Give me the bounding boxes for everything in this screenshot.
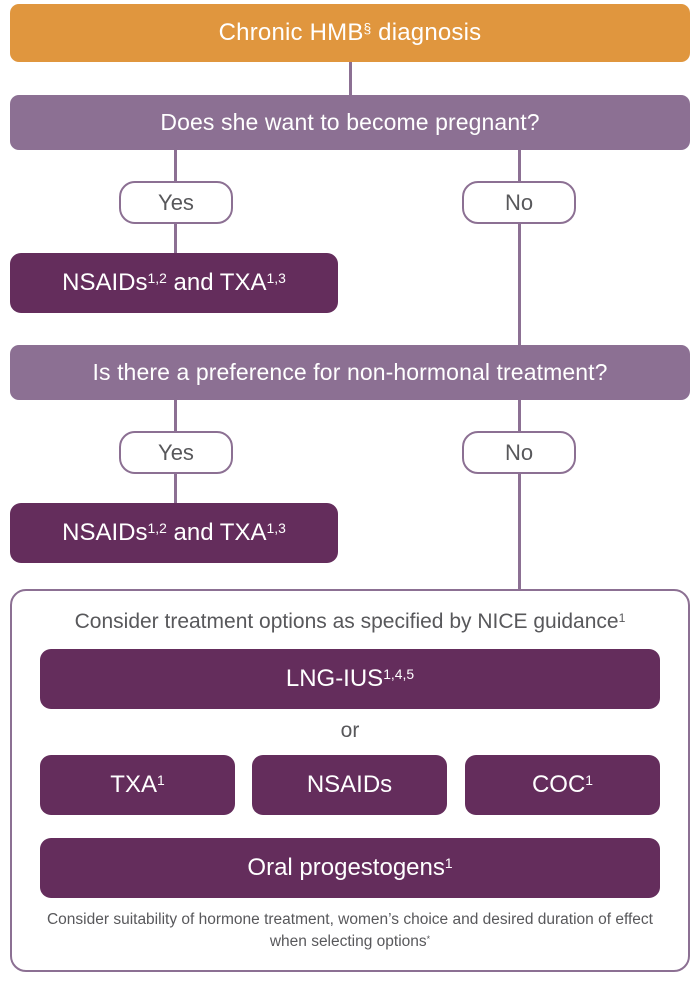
treatment-box-2-label: NSAIDs1,2 and TXA1,3 — [62, 519, 286, 546]
decision-no-question2[interactable]: No — [462, 431, 576, 474]
question-2-label: Is there a preference for non-hormonal t… — [92, 359, 608, 385]
panel-footnote-line2: of effect when selecting options — [269, 911, 653, 951]
connector-no2-to-panel — [518, 474, 521, 591]
option-box-oral-progestogens[interactable]: Oral progestogens1 — [40, 838, 660, 898]
question-1-label: Does she want to become pregnant? — [160, 109, 540, 135]
start-node-label: Chronic HMB§ diagnosis — [218, 19, 482, 46]
connector-question1-to-no — [518, 150, 521, 182]
option-box-coc-label: COC1 — [531, 771, 594, 798]
start-node-chronic-hmb-diagnosis[interactable]: Chronic HMB§ diagnosis — [10, 4, 690, 62]
start-node-superscript: § — [363, 19, 372, 36]
connector-question2-to-yes — [174, 400, 177, 432]
treatment-box-nsaids-txa-2[interactable]: NSAIDs1,2 and TXA1,3 — [10, 503, 338, 563]
option-box-lng-ius-label: LNG-IUS1,4,5 — [285, 665, 415, 692]
connector-yes1-to-treatment1 — [174, 224, 177, 259]
decision-yes-question1[interactable]: Yes — [119, 181, 233, 224]
panel-footnote: Consider suitability of hormone treatmen… — [36, 909, 664, 954]
decision-yes-question2[interactable]: Yes — [119, 431, 233, 474]
question-1-pregnancy[interactable]: Does she want to become pregnant? — [10, 95, 690, 150]
connector-question2-to-no — [518, 400, 521, 432]
panel-footnote-superscript: * — [426, 933, 431, 944]
panel-heading-superscript: 1 — [618, 610, 626, 625]
panel-or-label: or — [340, 719, 360, 742]
connector-no1-to-question2 — [518, 224, 521, 346]
decision-no-question1-label: No — [504, 189, 534, 215]
option-box-nsaids-label: NSAIDs — [306, 771, 393, 798]
connector-yes2-to-treatment2 — [174, 474, 177, 509]
decision-no-question1[interactable]: No — [462, 181, 576, 224]
option-box-oral-progestogens-label: Oral progestogens1 — [247, 854, 453, 881]
option-box-nsaids[interactable]: NSAIDs — [252, 755, 447, 815]
nice-guidance-options-panel: Consider treatment options as specified … — [10, 589, 690, 972]
connector-start-to-question1 — [349, 62, 352, 95]
option-box-txa[interactable]: TXA1 — [40, 755, 235, 815]
treatment-box-1-label: NSAIDs1,2 and TXA1,3 — [62, 269, 286, 296]
option-box-txa-label: TXA1 — [110, 771, 165, 798]
panel-heading: Consider treatment options as specified … — [74, 610, 626, 633]
decision-yes-question1-label: Yes — [158, 189, 194, 215]
decision-no-question2-label: No — [504, 439, 534, 465]
treatment-box-nsaids-txa-1[interactable]: NSAIDs1,2 and TXA1,3 — [10, 253, 338, 313]
question-2-non-hormonal-preference[interactable]: Is there a preference for non-hormonal t… — [10, 345, 690, 400]
option-box-coc[interactable]: COC1 — [465, 755, 660, 815]
panel-footnote-line1: Consider suitability of hormone treatmen… — [46, 911, 594, 928]
connector-question1-to-yes — [174, 150, 177, 182]
option-box-lng-ius[interactable]: LNG-IUS1,4,5 — [40, 649, 660, 709]
decision-yes-question2-label: Yes — [158, 439, 194, 465]
